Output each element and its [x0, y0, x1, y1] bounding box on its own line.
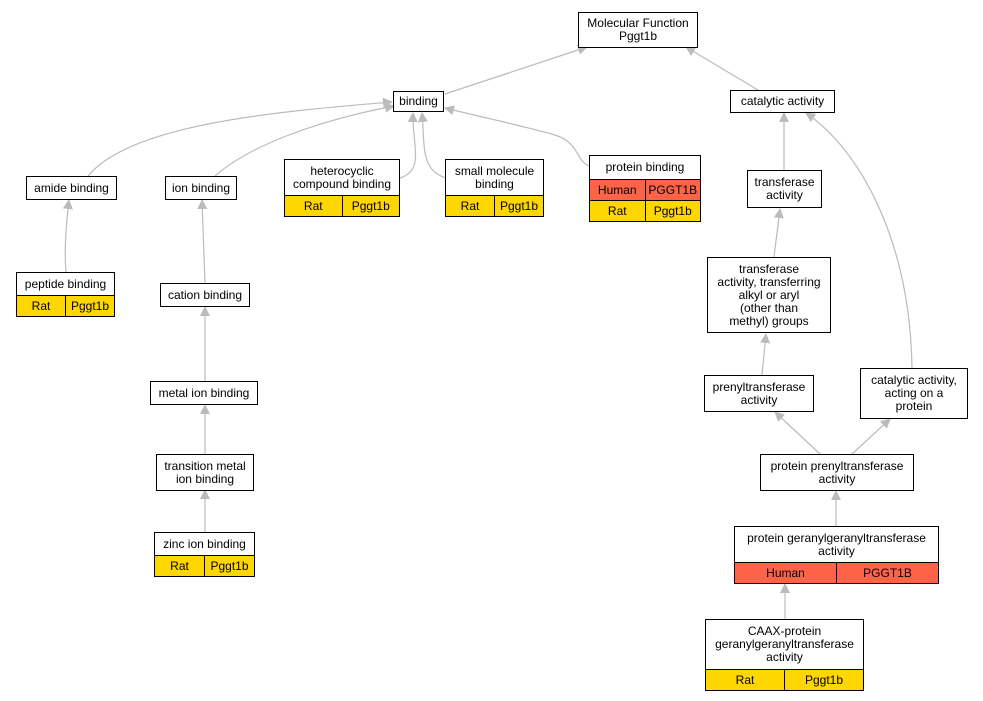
go-term-molecular-function[interactable]: Molecular Function Pggt1b — [578, 12, 698, 48]
go-term-zinc-ion-binding[interactable]: zinc ion binding Rat Pggt1b — [154, 532, 255, 577]
edge-protein-binding-to-binding — [444, 105, 590, 167]
term-label: protein binding — [605, 160, 685, 174]
species-cell: Rat — [303, 198, 323, 213]
term-label: heterocyclic compound binding — [292, 163, 392, 191]
term-label: CAAX-protein geranylgeranyltransferase a… — [715, 624, 854, 664]
go-term-peptide-binding[interactable]: peptide binding Rat Pggt1b — [16, 272, 115, 317]
go-term-catalytic-activity-on-protein[interactable]: catalytic activity, acting on a protein — [860, 368, 968, 419]
term-label: transferase activity — [754, 175, 815, 202]
term-label: amide binding — [34, 180, 109, 195]
go-term-heterocyclic-compound-binding[interactable]: heterocyclic compound binding Rat Pggt1b — [284, 159, 400, 217]
annotation-row-human: Human PGGT1B — [590, 179, 700, 200]
edge-prenyltransferase-to-alkyl — [760, 333, 771, 376]
term-label: binding — [399, 94, 438, 108]
term-label: Molecular Function Pggt1b — [587, 16, 689, 43]
go-term-transition-metal-ion-binding[interactable]: transition metal ion binding — [156, 454, 254, 491]
annotation-row-rat: Rat Pggt1b — [155, 555, 254, 576]
go-term-transferase-activity[interactable]: transferase activity — [747, 170, 822, 208]
term-label: cation binding — [167, 287, 243, 302]
go-term-binding[interactable]: binding — [393, 91, 444, 112]
go-term-caax-protein-geranylgeranyltransferase[interactable]: CAAX-protein geranylgeranyltransferase a… — [705, 619, 864, 691]
annotation-row-human: Human PGGT1B — [735, 562, 938, 583]
edge-cation-to-ion — [197, 199, 208, 284]
term-label: protein prenyltransferase activity — [770, 458, 904, 486]
annotation-row-rat: Rat Pggt1b — [285, 195, 399, 216]
edge-ion-to-binding — [214, 102, 395, 177]
gene-cell: Pggt1b — [341, 196, 400, 216]
gene-cell: Pggt1b — [644, 201, 701, 221]
edge-protein-prenyl-to-catalytic-protein — [851, 418, 891, 455]
edge-small-molecule-to-binding — [417, 112, 447, 179]
go-term-transferase-alkyl-aryl[interactable]: transferase activity, transferring alkyl… — [707, 257, 831, 333]
gene-cell: Pggt1b — [784, 670, 863, 690]
term-label: zinc ion binding — [163, 536, 246, 551]
gene-cell: PGGT1B — [644, 180, 701, 200]
go-term-prenyltransferase-activity[interactable]: prenyltransferase activity — [704, 375, 814, 412]
go-term-amide-binding[interactable]: amide binding — [26, 176, 117, 200]
edge-amide-to-binding — [87, 97, 393, 177]
species-cell: Rat — [170, 558, 189, 573]
go-term-ion-binding[interactable]: ion binding — [165, 176, 237, 200]
edge-binding-to-molecular-function — [444, 45, 588, 95]
term-label: catalytic activity — [740, 94, 825, 108]
term-label: peptide binding — [24, 276, 107, 291]
gene-cell: Pggt1b — [65, 296, 114, 316]
species-cell: Rat — [607, 203, 627, 218]
edge-protein-prenyl-to-prenyltransferase — [774, 411, 821, 455]
annotation-row-rat: Rat Pggt1b — [446, 195, 543, 216]
gene-cell: PGGT1B — [836, 563, 938, 583]
edge-catalytic-to-molecular-function — [685, 46, 759, 91]
species-cell: Rat — [460, 198, 480, 213]
gene-cell: Pggt1b — [494, 196, 543, 216]
term-label: transferase activity, transferring alkyl… — [717, 261, 821, 328]
term-label: metal ion binding — [158, 385, 250, 400]
term-label: ion binding — [171, 180, 231, 195]
species-cell: Rat — [31, 298, 51, 313]
go-term-metal-ion-binding[interactable]: metal ion binding — [150, 381, 258, 405]
species-cell: Human — [766, 565, 805, 580]
go-term-catalytic-activity[interactable]: catalytic activity — [730, 90, 835, 113]
edge-heterocyclic-to-binding — [399, 112, 418, 179]
term-label: transition metal ion binding — [164, 458, 246, 486]
species-cell: Rat — [735, 672, 755, 687]
go-term-protein-geranylgeranyltransferase-activity[interactable]: protein geranylgeranyltransferase activi… — [734, 526, 939, 584]
go-term-protein-prenyltransferase-activity[interactable]: protein prenyltransferase activity — [760, 454, 914, 491]
gene-cell: Pggt1b — [204, 556, 254, 576]
go-term-protein-binding[interactable]: protein binding Human PGGT1B Rat Pggt1b — [589, 155, 701, 222]
term-label: catalytic activity, acting on a protein — [871, 373, 957, 413]
go-term-cation-binding[interactable]: cation binding — [160, 283, 250, 307]
edge-transferase-alkyl-to-transferase — [773, 208, 784, 258]
term-label: protein geranylgeranyltransferase activi… — [747, 530, 926, 558]
term-label: small molecule binding — [454, 163, 535, 191]
annotation-row-rat: Rat Pggt1b — [706, 669, 863, 690]
annotation-row-rat: Rat Pggt1b — [590, 200, 700, 221]
term-label: prenyltransferase activity — [712, 379, 806, 407]
go-term-small-molecule-binding[interactable]: small molecule binding Rat Pggt1b — [445, 159, 544, 217]
edge-peptide-to-amide — [62, 199, 73, 273]
species-cell: Human — [597, 182, 637, 197]
edge-catalytic-protein-to-catalytic — [805, 112, 913, 369]
annotation-row-rat: Rat Pggt1b — [17, 295, 114, 316]
